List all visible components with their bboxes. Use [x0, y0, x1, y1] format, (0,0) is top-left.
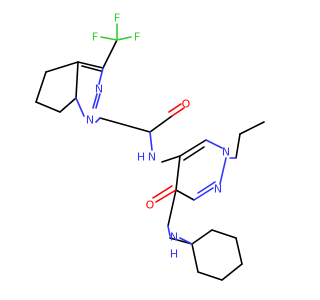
bond-c-f1	[100, 36, 118, 41]
bond-c-f3	[116, 36, 132, 41]
atom-n-pyrazole-2: N	[214, 183, 222, 196]
atom-n-acetamide: N	[148, 151, 156, 164]
atom-o-acetamide: O	[182, 98, 191, 111]
atom-h-carboxamide: H	[170, 248, 178, 261]
atom-f1: F	[92, 31, 98, 44]
atom-n-carboxamide: N	[170, 231, 178, 244]
atom-h-acetamide: H	[137, 151, 145, 164]
atom-f2: F	[114, 12, 120, 25]
oxygen-bonds	[152, 103, 185, 203]
atom-f3: F	[134, 31, 140, 44]
atom-n-pyrazole-ethyl: N	[222, 146, 230, 159]
atom-labels: F F F N N O H N N N O N H	[86, 12, 230, 261]
molecule-structure: F F F N N O H N N N O N H	[35, 12, 265, 281]
atom-o-carboxamide: O	[146, 199, 155, 212]
atom-n-ring1-bottom: N	[86, 114, 94, 127]
atom-n-ring1-top: N	[95, 83, 103, 96]
nitrogen-bonds	[75, 67, 237, 245]
carbon-bonds	[35, 39, 265, 281]
fluorine-bonds	[100, 23, 132, 41]
